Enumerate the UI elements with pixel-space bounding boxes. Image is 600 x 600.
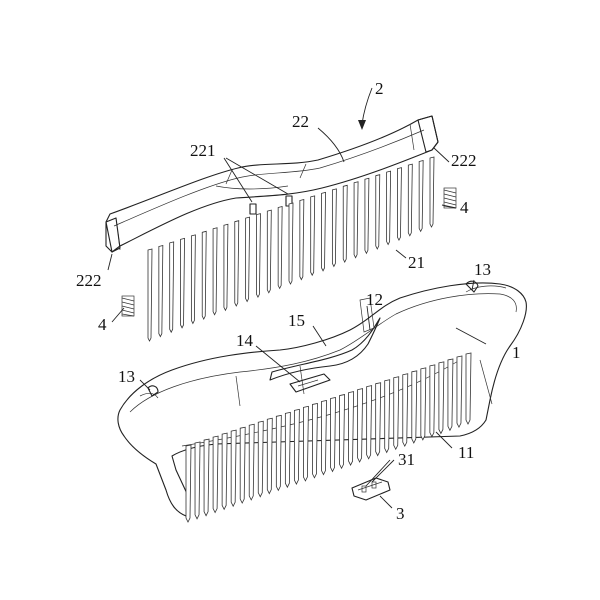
- comb-tooth: [375, 382, 382, 457]
- small-clip-part: [351, 477, 391, 501]
- comb-tooth: [275, 414, 282, 492]
- comb-tooth: [397, 167, 402, 242]
- label-1: 1: [512, 343, 521, 362]
- comb-tooth: [234, 220, 240, 307]
- comb-tooth: [288, 202, 294, 285]
- label-4-top: 4: [460, 198, 469, 217]
- comb-tooth: [330, 397, 336, 473]
- label-3: 3: [396, 504, 405, 523]
- comb-tooth: [353, 181, 359, 259]
- comb-tooth: [266, 417, 273, 495]
- comb-tooth: [284, 411, 291, 489]
- comb-tooth: [386, 170, 392, 246]
- comb-tooth: [201, 230, 207, 320]
- label-31: 31: [398, 450, 415, 469]
- comb-tooth: [393, 376, 400, 451]
- comb-tooth: [190, 234, 196, 325]
- label-13-top: 13: [474, 260, 491, 279]
- comb-tooth: [180, 237, 185, 329]
- comb-tooth: [293, 408, 300, 485]
- comb-tooth: [169, 241, 175, 334]
- comb-tooth: [342, 184, 348, 263]
- comb-tooth: [203, 438, 210, 517]
- comb-tooth: [456, 355, 463, 429]
- comb-tooth: [411, 370, 418, 444]
- comb-tooth: [223, 223, 229, 312]
- label-222-top: 222: [451, 151, 477, 170]
- comb-tooth: [185, 444, 192, 523]
- comb-tooth: [465, 352, 472, 425]
- comb-tooth: [257, 420, 264, 498]
- comb-tooth: [321, 399, 327, 476]
- label-222-left: 222: [76, 271, 102, 290]
- comb-tooth: [438, 361, 445, 435]
- comb-tooth: [147, 248, 153, 342]
- comb-tooth: [429, 364, 436, 438]
- comb-tooth: [277, 206, 283, 290]
- comb-tooth: [321, 191, 326, 272]
- lower-comb-body: [117, 280, 527, 523]
- label-2: 2: [375, 79, 384, 98]
- comb-tooth: [256, 213, 261, 299]
- upper-comb-part: [105, 115, 439, 342]
- label-14: 14: [236, 331, 254, 350]
- comb-tooth: [331, 188, 337, 268]
- comb-tooth: [312, 402, 318, 479]
- comb-tooth: [418, 160, 424, 233]
- comb-tooth: [357, 388, 364, 463]
- spring-left: [121, 295, 135, 317]
- comb-tooth: [429, 156, 435, 228]
- comb-tooth: [420, 367, 427, 441]
- comb-tooth: [366, 385, 373, 460]
- comb-tooth: [299, 198, 305, 281]
- upper-comb-teeth: [147, 156, 435, 342]
- comb-tooth: [212, 435, 219, 514]
- label-4-left: 4: [98, 315, 107, 334]
- comb-tooth: [364, 177, 370, 255]
- reference-labels: 2 22 221 222 4 21 222 4 13 12 15 1 14 13…: [76, 79, 521, 523]
- comb-tooth: [303, 405, 309, 482]
- label-21: 21: [408, 253, 425, 272]
- comb-tooth: [402, 373, 409, 448]
- comb-tooth: [339, 394, 345, 470]
- comb-tooth: [266, 209, 272, 294]
- lower-comb-teeth: [185, 352, 472, 523]
- comb-tooth: [158, 244, 164, 338]
- label-221: 221: [190, 141, 216, 160]
- leader-lines: [107, 87, 487, 509]
- label-11: 11: [458, 443, 474, 462]
- comb-tooth: [310, 195, 316, 277]
- comb-tooth: [447, 358, 454, 432]
- comb-tooth: [348, 391, 354, 466]
- comb-tooth: [221, 432, 228, 511]
- comb-tooth: [407, 163, 413, 237]
- label-22: 22: [292, 112, 309, 131]
- comb-tooth: [375, 174, 381, 250]
- comb-tooth: [384, 379, 391, 454]
- spring-right: [443, 187, 457, 209]
- label-15: 15: [288, 311, 305, 330]
- comb-tooth: [230, 429, 237, 508]
- comb-tooth: [212, 227, 218, 316]
- comb-tooth: [194, 441, 201, 520]
- label-13-left: 13: [118, 367, 135, 386]
- comb-tooth: [245, 216, 251, 303]
- comb-tooth: [248, 423, 255, 501]
- label-12: 12: [366, 290, 383, 309]
- comb-tooth: [239, 426, 246, 504]
